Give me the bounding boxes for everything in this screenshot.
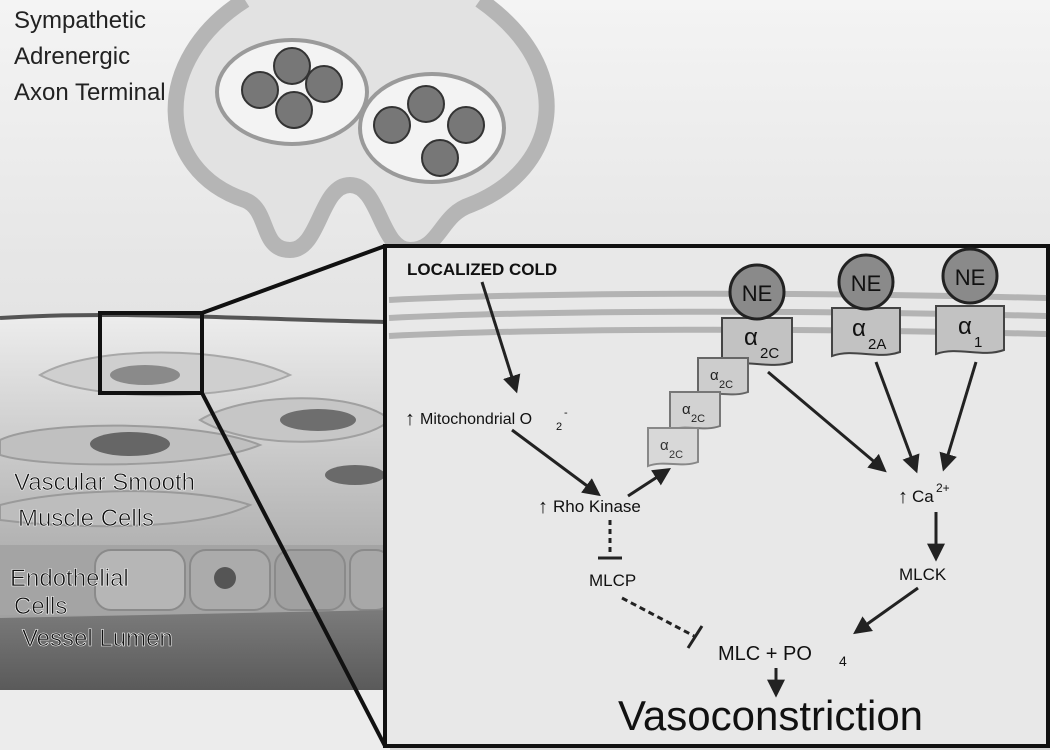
receptor-body — [647, 427, 699, 468]
receptor-body — [831, 307, 901, 358]
up-arrow-rho: ↑ — [538, 496, 548, 518]
receptor-symbol: α — [958, 313, 972, 340]
arrow-alpha2c-to-ca — [767, 370, 887, 473]
arrow-mito-to-rho — [511, 428, 601, 497]
arrow-cold-to-mito — [480, 281, 521, 394]
cell-nucleus — [90, 432, 170, 456]
cell-nucleus — [280, 409, 356, 431]
endothelial-label-line2: Cells — [14, 593, 67, 620]
mlck-label: MLCK — [899, 565, 947, 584]
mitochondrial-sup: - — [564, 407, 568, 419]
ne-label: NE — [851, 271, 882, 296]
localized-cold-label: LOCALIZED COLD — [407, 260, 557, 279]
receptor-symbol: α — [852, 315, 866, 342]
receptor-symbol: α — [744, 324, 758, 351]
receptor-symbol: α — [660, 437, 669, 454]
ne-ligand — [837, 253, 895, 311]
inhibit-mlcp-to-mlc — [621, 596, 695, 638]
axon-terminal — [167, 0, 555, 259]
vessel-wall — [0, 312, 392, 750]
smooth-muscle-cell — [0, 490, 253, 528]
receptor-alpha2a: NE α 2A — [831, 253, 901, 358]
ne-granule — [373, 106, 411, 144]
ne-granule — [421, 139, 459, 177]
receptor-body — [935, 305, 1005, 356]
ne-granule — [273, 47, 311, 85]
endothelial-cell — [94, 549, 186, 611]
translocating-receptor: α 2C — [647, 427, 699, 468]
receptor-symbol: α — [682, 401, 691, 418]
blank-region — [0, 690, 390, 750]
arrow-alpha1-to-ca — [939, 361, 978, 472]
arrow-alpha2a-to-ca — [874, 361, 920, 474]
receptor-subtype: 2C — [669, 449, 683, 461]
ne-granule — [275, 91, 313, 129]
lumen-label: Vessel Lumen — [22, 625, 173, 652]
up-arrow-mito: ↑ — [405, 408, 415, 430]
receptor-subtype: 2C — [719, 379, 733, 391]
cell-nucleus — [110, 365, 180, 385]
ne-granule — [447, 106, 485, 144]
endothelial-label-line1: Endothelial — [10, 565, 129, 592]
axon-label-line2: Adrenergic — [14, 43, 130, 70]
receptor-subtype: 2A — [868, 336, 886, 353]
tissue-edge — [0, 312, 391, 324]
pathway-arrows — [480, 281, 978, 698]
up-arrow-ca: ↑ — [898, 486, 908, 508]
ne-granule — [305, 65, 343, 103]
receptor-subtype: 2C — [691, 413, 705, 425]
mlcp-label: MLCP — [589, 571, 636, 590]
smooth-muscle-label-line2: Muscle Cells — [18, 505, 154, 532]
lumen-region — [0, 610, 390, 690]
smooth-muscle-label-line1: Vascular Smooth — [14, 469, 195, 496]
mitochondrial-label: Mitochondrial O — [420, 411, 532, 428]
axon-label-line1: Sympathetic — [14, 7, 146, 34]
inhibit-bar-mlc — [686, 625, 704, 649]
receptor-alpha1: NE α 1 — [935, 247, 1005, 356]
membrane-layer — [388, 290, 1047, 303]
ne-granule — [407, 85, 445, 123]
translocating-receptor: α 2C — [669, 391, 721, 432]
vasoconstriction-label: Vasoconstriction — [618, 692, 923, 739]
zoom-connector-line — [201, 244, 386, 315]
ne-label: NE — [955, 265, 986, 290]
zoom-connector-line — [200, 392, 387, 747]
ne-ligand — [941, 247, 999, 305]
inhibitory-lines — [598, 520, 704, 649]
ne-granule — [241, 71, 279, 109]
ne-label: NE — [742, 281, 773, 306]
mitochondrial-sub: 2 — [556, 421, 562, 433]
arrow-mlck-to-mlc — [853, 586, 919, 635]
receptor-subtype: 1 — [974, 334, 982, 351]
translocating-receptor: α 2C — [697, 357, 749, 398]
rho-kinase-label: Rho Kinase — [553, 497, 641, 516]
mlc-sub: 4 — [839, 653, 847, 669]
ne-ligand — [728, 263, 786, 321]
receptor-subtype: 2C — [760, 345, 779, 362]
synaptic-vesicle — [358, 72, 506, 184]
zoom-selection-box — [98, 311, 204, 395]
calcium-label: Ca — [912, 487, 934, 506]
cell-nucleus — [325, 465, 385, 485]
axon-label-line3: Axon Terminal — [14, 79, 166, 106]
receptor-symbol: α — [710, 367, 719, 384]
cell-nucleus — [214, 567, 236, 589]
calcium-sup: 2+ — [936, 481, 950, 495]
receptor-alpha2c: NE α 2C — [721, 263, 793, 368]
mlc-label: MLC + PO — [718, 643, 812, 665]
arrow-rho-to-receptor — [627, 468, 672, 498]
